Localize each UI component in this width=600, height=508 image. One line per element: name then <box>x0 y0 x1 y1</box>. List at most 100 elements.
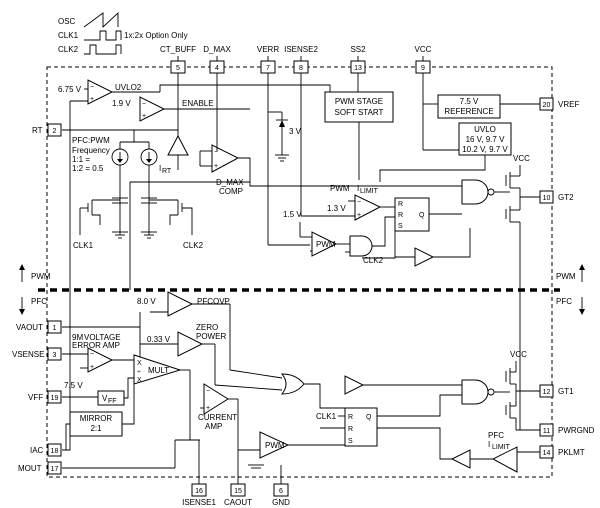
svg-text:1:1 =: 1:1 = <box>72 155 90 164</box>
gt2-nor-gate <box>461 179 489 205</box>
svg-text:PFC: PFC <box>488 431 504 440</box>
svg-text:−: − <box>206 388 210 395</box>
svg-text:+: + <box>214 163 218 170</box>
pfcovp-comparator <box>167 291 194 317</box>
svg-text:+: + <box>90 96 94 103</box>
osc-legend: OSC CLK1 CLK2 1x:2x Option Only <box>58 11 188 55</box>
svg-text:PWRGND: PWRGND <box>558 426 595 435</box>
top-pins: CT_BUFF 5 D_MAX 4 VERR 7 ISENSE2 8 SS2 <box>160 45 432 74</box>
svg-text:V: V <box>102 394 108 403</box>
reference-block <box>437 94 501 119</box>
clk2-signal-label: CLK2 <box>183 241 204 250</box>
svg-text:PFC:PWM: PFC:PWM <box>72 136 110 145</box>
svg-text:D_MAX: D_MAX <box>203 45 231 54</box>
svg-text:ERROR AMP: ERROR AMP <box>72 341 120 350</box>
svg-text:VCC: VCC <box>510 350 527 359</box>
pin-verr: VERR 7 <box>257 45 279 74</box>
svg-text:9M: 9M <box>72 333 83 342</box>
clk1-signal-label: CLK1 <box>73 241 94 250</box>
svg-text:16 V, 9.7 V: 16 V, 9.7 V <box>466 135 506 144</box>
svg-text:COMP: COMP <box>219 187 243 196</box>
pfc-section-left: PFC <box>31 297 47 306</box>
svg-text:UVLO: UVLO <box>474 125 496 134</box>
current-mirror <box>69 411 123 437</box>
pin-iac: IAC 18 <box>30 443 62 457</box>
svg-text:GT1: GT1 <box>558 387 574 396</box>
voltage-error-amp <box>87 347 114 373</box>
svg-text:12: 12 <box>543 389 551 396</box>
pfc-or-gate <box>280 373 305 395</box>
svg-text:5: 5 <box>176 65 180 72</box>
left-pins: RT 2 VAOUT 1 VSENSE 3 VFF 19 IAC 18 MOUT… <box>12 123 62 475</box>
svg-text:4: 4 <box>215 65 219 72</box>
svg-text:2:1: 2:1 <box>90 424 102 433</box>
svg-text:VSENSE: VSENSE <box>12 350 44 359</box>
svg-text:11: 11 <box>543 428 550 435</box>
zener-3v <box>279 120 285 127</box>
ground-1 <box>112 231 128 239</box>
svg-text:÷: ÷ <box>137 369 141 376</box>
ct-buffer <box>167 134 189 156</box>
svg-text:SOFT START: SOFT START <box>335 108 384 117</box>
svg-text:−: − <box>142 101 146 108</box>
svg-text:6: 6 <box>279 488 283 495</box>
svg-text:GT2: GT2 <box>558 193 574 202</box>
svg-text:R: R <box>398 201 403 208</box>
svg-text:2: 2 <box>53 128 57 135</box>
svg-text:CT_BUFF: CT_BUFF <box>160 45 196 54</box>
svg-text:S: S <box>348 438 353 445</box>
osc-sawtooth <box>83 11 119 29</box>
svg-text:0.33 V: 0.33 V <box>147 335 171 344</box>
svg-text:1: 1 <box>53 325 57 332</box>
svg-text:10: 10 <box>543 195 551 202</box>
svg-text:PFCOVP: PFCOVP <box>197 297 230 306</box>
svg-text:SS2: SS2 <box>350 45 366 54</box>
svg-text:13: 13 <box>354 65 362 72</box>
uvlo-block <box>458 122 512 156</box>
pin-ct-buff: CT_BUFF 5 <box>160 45 196 74</box>
svg-text:1.9 V: 1.9 V <box>112 99 131 108</box>
svg-text:6.75 V: 6.75 V <box>58 85 82 94</box>
clk2-waveform <box>84 44 122 55</box>
svg-text:8.0 V: 8.0 V <box>137 297 156 306</box>
svg-text:8: 8 <box>299 65 303 72</box>
gt1-nor-gate <box>461 379 489 405</box>
svg-text:PWM STAGE: PWM STAGE <box>335 97 383 106</box>
svg-text:20: 20 <box>543 102 551 109</box>
svg-text:−: − <box>357 199 361 206</box>
pwm-section: 6.75 V − + UVLO2 1.9 V − + ENABLE PFC:PW… <box>58 73 540 451</box>
svg-text:S: S <box>398 223 403 230</box>
svg-text:Q: Q <box>366 414 372 421</box>
svg-text:15: 15 <box>234 488 242 495</box>
svg-text:7.5 V: 7.5 V <box>460 97 479 106</box>
svg-text:7: 7 <box>266 65 270 72</box>
svg-text:CAOUT: CAOUT <box>224 498 252 507</box>
svg-text:19: 19 <box>51 395 59 402</box>
pin-vcc: VCC 9 <box>415 45 432 74</box>
svg-text:14: 14 <box>543 450 551 457</box>
pwm-comparator <box>311 231 338 257</box>
pin-pklmt: 14 PKLMT <box>539 445 585 459</box>
svg-text:I: I <box>357 184 359 193</box>
svg-text:ENABLE: ENABLE <box>182 99 214 108</box>
svg-text:3: 3 <box>53 352 57 359</box>
svg-text:−: − <box>90 84 94 91</box>
svg-text:RT: RT <box>32 126 43 135</box>
option-note: 1x:2x Option Only <box>124 31 188 40</box>
svg-text:RT: RT <box>162 168 172 175</box>
pin-ss2: SS2 13 <box>350 45 366 74</box>
pin-caout: 15 CAOUT <box>224 483 252 507</box>
svg-text:VAOUT: VAOUT <box>16 323 43 332</box>
section-labels: PWM PFC PWM PFC <box>19 264 585 315</box>
svg-text:+: + <box>142 113 146 120</box>
clk2-buffer <box>414 247 435 267</box>
svg-text:9: 9 <box>421 65 425 72</box>
svg-text:Q: Q <box>419 212 425 219</box>
svg-text:LIMIT: LIMIT <box>360 188 379 195</box>
clk2-legend-label: CLK2 <box>58 45 79 54</box>
svg-text:PWM: PWM <box>265 441 285 450</box>
current-amp <box>203 383 229 415</box>
svg-text:ISENSE2: ISENSE2 <box>284 45 318 54</box>
pfc-section: 8.0 V PFCOVP 0.33 V ZERO POWER 9M VOLTAG… <box>62 291 540 484</box>
